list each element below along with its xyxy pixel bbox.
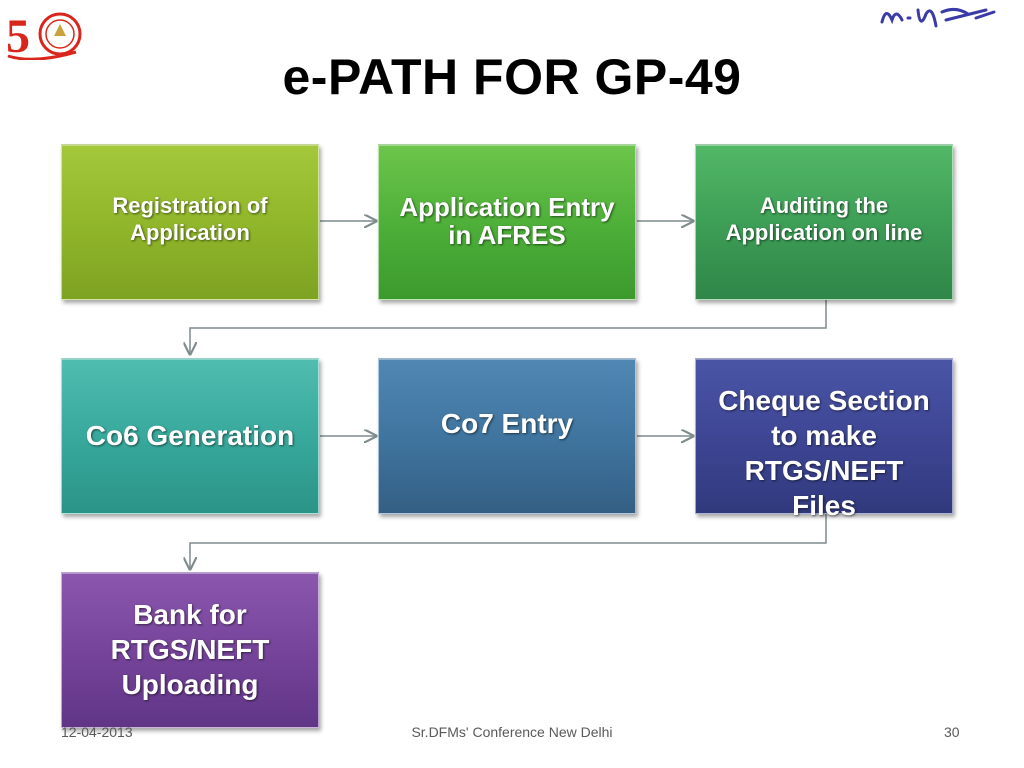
signature-stamp (876, 0, 1000, 38)
step-cheque-section-label: Cheque Section to make RTGS/NEFT Files (718, 385, 930, 521)
step-registration-box: Registration of Application (61, 144, 319, 300)
step-auditing-label: Auditing the Application on line (725, 193, 923, 245)
step-co6-box: Co6 Generation (61, 358, 319, 514)
step-cheque-section-box: Cheque Section to make RTGS/NEFT Files (695, 358, 953, 521)
step-registration-label: Registration of Application (112, 193, 268, 245)
step-bank-box: Bank for RTGS/NEFT Uploading (61, 572, 319, 728)
step-co7-box: Co7 Entry (378, 358, 636, 514)
footer-event: Sr.DFMs' Conference New Delhi (411, 724, 613, 740)
footer-date: 12-04-2013 (61, 724, 133, 740)
elbow-cheque-to-bank (190, 514, 827, 569)
slide-title: e-PATH FOR GP-49 (282, 49, 742, 105)
step-co6-label: Co6 Generation (85, 420, 295, 451)
organization-logo: 5 (4, 6, 84, 63)
step-co7-label: Co7 Entry (440, 408, 574, 439)
step-application-entry-label: Application Entry in AFRES (399, 192, 615, 251)
step-auditing-box: Auditing the Application on line (695, 144, 953, 300)
elbow-auditing-to-co6 (190, 300, 827, 354)
logo-badge-text: 5 (6, 10, 30, 60)
step-bank-label: Bank for RTGS/NEFT Uploading (110, 599, 270, 700)
step-application-entry-box: Application Entry in AFRES (378, 144, 636, 300)
footer-page-number: 30 (944, 724, 960, 740)
